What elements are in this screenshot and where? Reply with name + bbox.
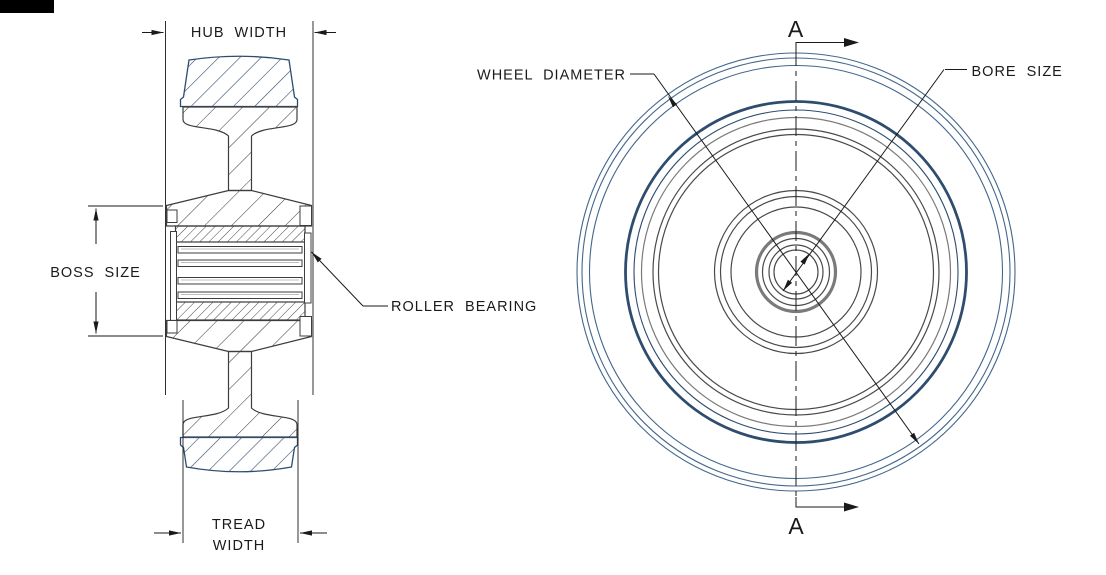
bearing-retainer-right bbox=[304, 232, 312, 304]
hub-bottom-section bbox=[165, 319, 313, 353]
wheel-diameter-label: WHEEL DIAMETER bbox=[477, 68, 626, 84]
corner-block bbox=[0, 0, 54, 13]
bearing-retainer-left bbox=[170, 231, 177, 333]
section-arrow-bottom bbox=[844, 502, 859, 512]
wheel-diameter-arrow-lower bbox=[909, 432, 919, 444]
bore-size-arrow-lower bbox=[783, 279, 793, 291]
roller bbox=[177, 259, 303, 267]
roller-bearing-label: ROLLER BEARING bbox=[391, 299, 537, 315]
hub-top-section bbox=[165, 189, 313, 227]
hub-face-step-bottom-right bbox=[299, 316, 312, 337]
rim-web-bottom-section bbox=[182, 350, 298, 438]
section-line-top bbox=[795, 42, 845, 50]
bearing-rollers bbox=[177, 246, 303, 299]
bore-size-arrow-upper bbox=[800, 253, 810, 265]
bore-size-line bbox=[782, 69, 945, 292]
tread-width-label-line1: TREAD bbox=[212, 517, 266, 533]
section-marker-a-bottom: A bbox=[788, 513, 804, 539]
roller bbox=[177, 291, 303, 299]
front-view: A A WHEEL DIAMETER BORE SIZE bbox=[477, 16, 1063, 539]
tread-bottom-section bbox=[179, 436, 299, 473]
section-marker-a-top: A bbox=[788, 16, 804, 42]
leader-line-roller-bearing bbox=[311, 251, 364, 307]
bearing-race-bottom bbox=[174, 301, 306, 321]
hub-groove-top-left bbox=[166, 209, 178, 223]
wheel-diameter-arrow-upper bbox=[668, 96, 678, 108]
tread-width-label-line2: WIDTH bbox=[213, 538, 266, 554]
hub-width-label: HUB WIDTH bbox=[191, 25, 287, 41]
roller bbox=[177, 246, 303, 254]
roller bbox=[177, 277, 303, 285]
bore-size-label: BORE SIZE bbox=[972, 64, 1063, 80]
rim-web-top-section bbox=[182, 106, 298, 192]
section-view: HUB WIDTH BOSS SIZE TREAD WIDTH ROLLER B… bbox=[50, 21, 537, 554]
tread-top-section bbox=[179, 55, 299, 108]
hub-face-step-top-right bbox=[299, 205, 312, 226]
section-line-bottom bbox=[795, 497, 845, 508]
wheel-diameter-line bbox=[653, 73, 920, 445]
bearing-race-top bbox=[174, 225, 306, 243]
hub-groove-bottom-left bbox=[166, 320, 178, 334]
boss-size-label: BOSS SIZE bbox=[50, 265, 141, 281]
section-arrow-top bbox=[844, 38, 859, 47]
